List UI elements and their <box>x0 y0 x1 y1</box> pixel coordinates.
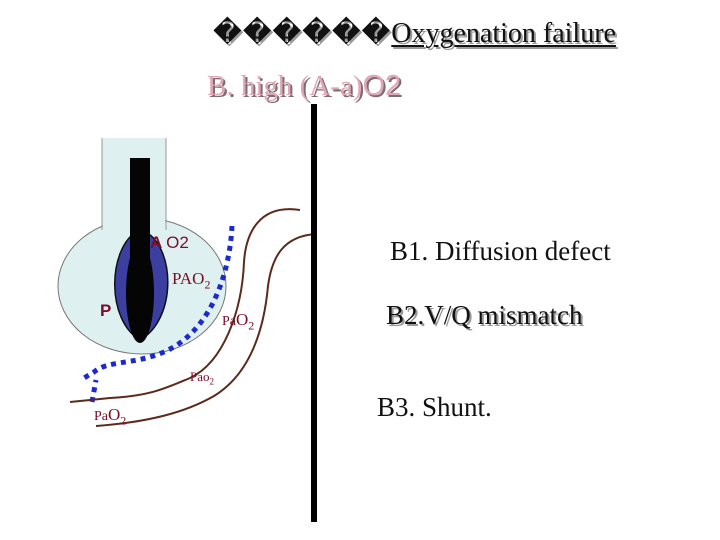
alveolar-duct <box>126 243 154 343</box>
label-PAO2: PAO2 <box>172 269 210 292</box>
label-pao-text: PAO <box>172 269 204 288</box>
vertical-divider <box>311 104 317 522</box>
label-pa-lower-sub: 2 <box>120 413 126 427</box>
label-pa-text: Pa <box>222 314 236 329</box>
label-pa-sub: 2 <box>248 318 254 332</box>
mechanism-diffusion-defect: B1. Diffusion defect <box>390 236 611 267</box>
label-pa-o: O <box>236 310 248 329</box>
label-a-o2: O2 <box>166 233 189 252</box>
mechanism-vq-mismatch: B2.V/Q mismatch <box>386 300 583 331</box>
label-alveolar-o2: A O2 <box>150 233 189 253</box>
mechanism-shunt: B3. Shunt. <box>377 392 492 423</box>
label-pa-lower-o: O <box>108 405 120 424</box>
label-p-text: P <box>100 301 111 320</box>
label-a-letter: A <box>150 233 162 252</box>
label-pa-lower-text: Pa <box>94 409 108 424</box>
label-pao-small-text: Pao <box>190 369 210 384</box>
label-pao-small-sub: 2 <box>210 377 215 387</box>
label-P: P <box>100 301 111 321</box>
label-Pao2-small: Pao2 <box>190 369 214 387</box>
label-PaO2-arterial: PaO2 <box>222 310 254 333</box>
label-pao-sub: 2 <box>204 277 210 291</box>
label-PaO2-lower: PaO2 <box>94 405 126 428</box>
